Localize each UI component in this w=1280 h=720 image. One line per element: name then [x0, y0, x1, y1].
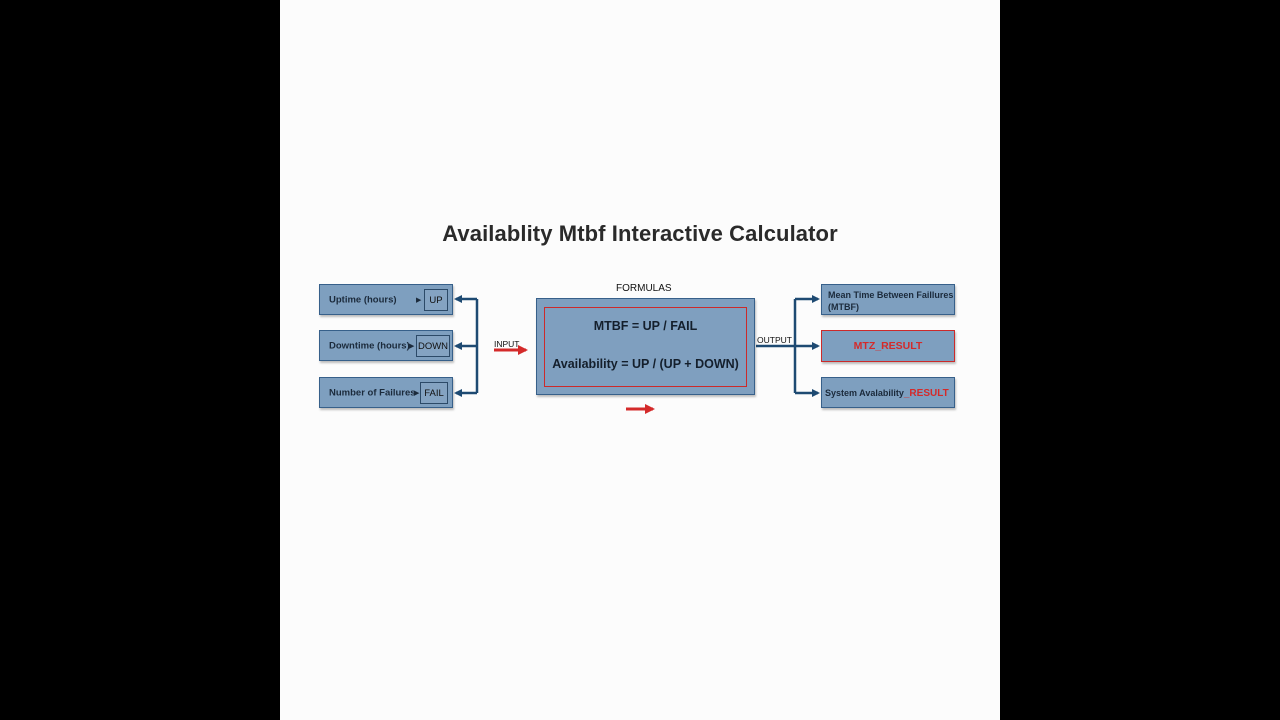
- output-connector-label: OUTPUT: [757, 335, 792, 345]
- uptime-chip[interactable]: UP: [424, 289, 448, 311]
- mtbf-output-box: Mean Time Between Faillures (MTBF): [821, 284, 955, 315]
- availability-result-value: _RESULT: [903, 388, 949, 399]
- downtime-label: Downtime (hours): [329, 340, 410, 351]
- formulas-heading: FORMULAS: [616, 283, 672, 294]
- mtbf-output-label-line2: (MTBF): [828, 302, 859, 312]
- failures-label: Number of Failures: [329, 387, 416, 398]
- input-connector-label: INPUT: [494, 339, 520, 349]
- input-bus: [454, 295, 479, 397]
- formulas-box: [536, 298, 755, 395]
- mtbf-result-box: MTZ_RESULT: [821, 330, 955, 362]
- play-triangle-icon: ▶: [416, 296, 422, 304]
- mtbf-result-value: MTZ_RESULT: [853, 340, 923, 352]
- downtime-input-box[interactable]: Downtime (hours) ▶ DOWN: [319, 330, 453, 361]
- failures-input-box[interactable]: Number of Failures ▶ FAIL: [319, 377, 453, 408]
- formulas-inner-frame: [544, 307, 747, 387]
- mtbf-output-label-line1: Mean Time Between Faillures: [828, 290, 954, 300]
- availability-output-box: System Avalability_RESULT: [821, 377, 955, 408]
- play-triangle-icon: ▶: [409, 342, 415, 350]
- uptime-label: Uptime (hours): [329, 294, 397, 305]
- availability-output-label: System Avalability: [825, 388, 904, 398]
- failures-chip[interactable]: FAIL: [420, 382, 448, 404]
- downtime-chip[interactable]: DOWN: [416, 335, 450, 357]
- output-bus: [756, 295, 820, 397]
- availability-formula: Availability = UP / (UP + DOWN): [552, 357, 739, 371]
- uptime-input-box[interactable]: Uptime (hours) ▶ UP: [319, 284, 453, 315]
- page-title: Availablity Mtbf Interactive Calculator: [442, 221, 838, 246]
- play-triangle-icon: ▶: [414, 389, 420, 397]
- mtbf-formula: MTBF = UP / FAIL: [593, 319, 698, 333]
